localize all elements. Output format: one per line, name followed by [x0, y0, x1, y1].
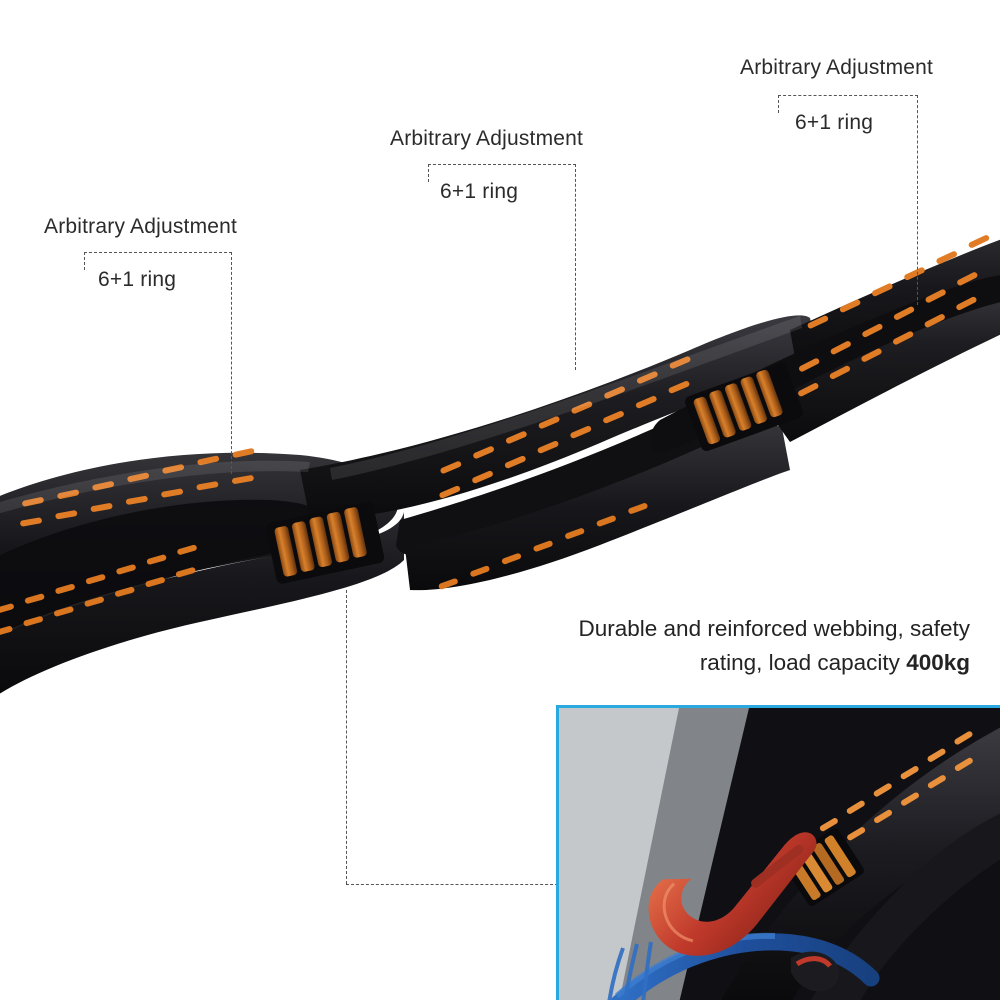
inset-closeup-photo	[556, 705, 1000, 1000]
annotation-left-bracket-top	[84, 252, 232, 253]
reinforced-knot-left	[265, 502, 385, 584]
annotation-right-bracket-left	[778, 95, 779, 113]
annotation-right-bracket-top	[778, 95, 918, 96]
caption-leader-vertical	[346, 590, 347, 884]
caption-line-1: Durable and reinforced webbing, safety	[578, 616, 971, 641]
annotation-left-leader	[231, 252, 232, 474]
annotation-middle-title: Arbitrary Adjustment	[390, 127, 584, 150]
carabiner-icon	[637, 821, 841, 972]
inset-illustration	[559, 708, 1000, 1000]
caption-line-2-prefix: rating, load capacity	[699, 649, 907, 675]
caption-load-capacity: 400kg	[906, 649, 970, 675]
annotation-right-subtitle: 6+1 ring	[795, 111, 874, 134]
annotation-right-leader	[917, 95, 918, 305]
annotation-left-subtitle: 6+1 ring	[98, 268, 177, 291]
annotation-middle-subtitle: 6+1 ring	[440, 180, 519, 203]
annotation-left-title: Arbitrary Adjustment	[44, 215, 238, 238]
annotation-middle-bracket-left	[428, 164, 429, 182]
annotation-middle-leader	[575, 164, 576, 370]
annotation-middle-bracket-top	[428, 164, 576, 165]
annotation-left-bracket-left	[84, 252, 85, 270]
strap-segment-left	[0, 448, 404, 694]
caption-text: Durable and reinforced webbing, safety r…	[430, 612, 971, 680]
clasp-detail	[791, 952, 839, 992]
reinforced-knot-middle	[685, 362, 803, 452]
caption-leader-horizontal	[346, 884, 568, 885]
annotation-right-title: Arbitrary Adjustment	[740, 56, 934, 79]
